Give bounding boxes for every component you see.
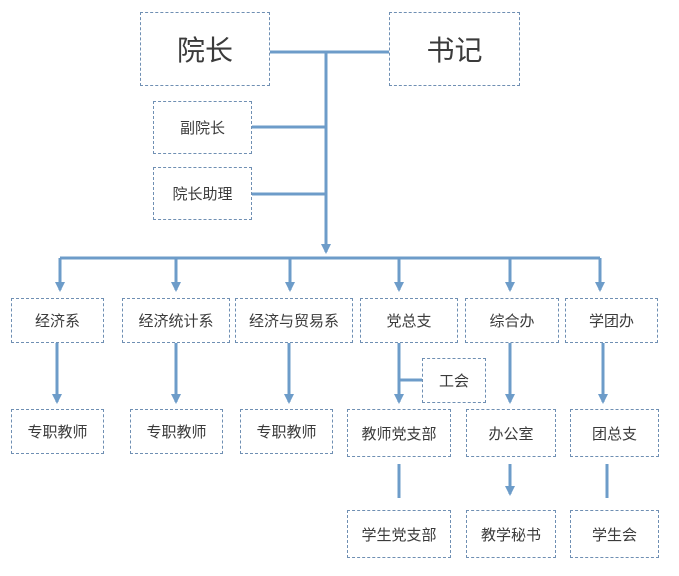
node-vice-dean: 副院长 [153, 101, 252, 154]
node-dean: 院长 [140, 12, 270, 86]
node-party-branch: 党总支 [360, 298, 458, 343]
node-dean-assistant: 院长助理 [153, 167, 252, 220]
node-student-party-branch: 学生党支部 [347, 510, 451, 558]
node-student-league-office: 学团办 [565, 298, 658, 343]
node-statistics-dept: 经济统计系 [122, 298, 230, 343]
node-trade-dept: 经济与贸易系 [235, 298, 353, 343]
node-secretary: 书记 [389, 12, 520, 86]
node-teachers-2: 专职教师 [130, 409, 223, 454]
node-teacher-party-branch: 教师党支部 [347, 409, 451, 457]
node-teachers-3: 专职教师 [240, 409, 333, 454]
node-union: 工会 [422, 358, 486, 403]
node-economics-dept: 经济系 [11, 298, 104, 343]
node-teachers-1: 专职教师 [11, 409, 104, 454]
node-general-office: 综合办 [465, 298, 559, 343]
node-office: 办公室 [466, 409, 556, 457]
node-league-branch: 团总支 [570, 409, 659, 457]
node-teaching-secretary: 教学秘书 [466, 510, 556, 558]
node-student-union: 学生会 [570, 510, 659, 558]
